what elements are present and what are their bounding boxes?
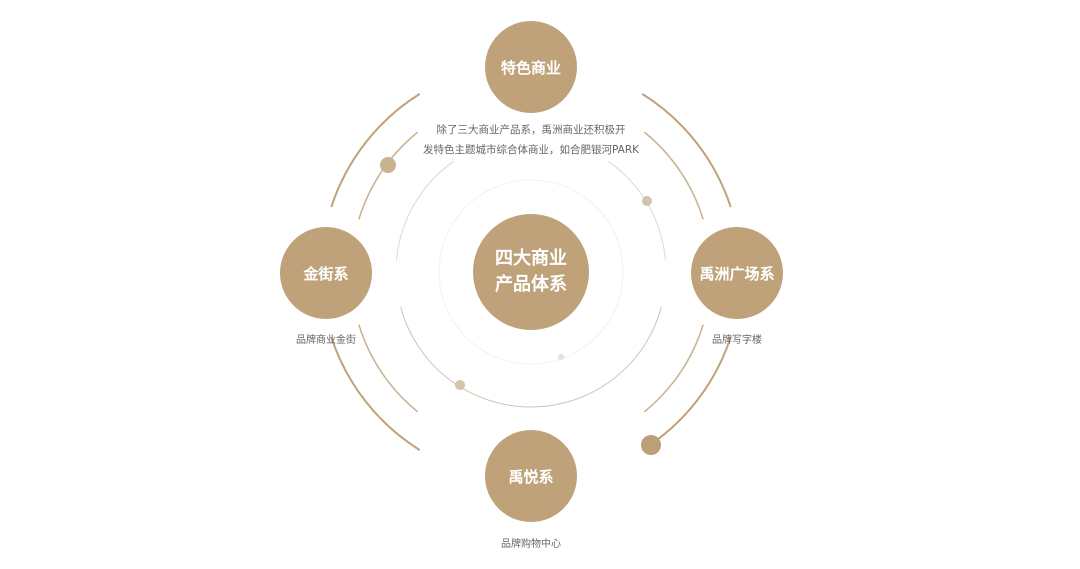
desc-line1: 除了三大商业产品系，禹洲商业还积极开 [436,124,626,136]
middle-arc [358,324,419,413]
node-left-caption: 品牌商业金街 [296,335,356,346]
inner-arc [400,306,662,408]
outer-arc [641,93,732,208]
node-top: 特色商业 [485,21,577,113]
faint-ring [438,179,624,365]
orbit-dot [558,354,564,360]
outer-arc [330,336,421,451]
middle-arc [643,131,704,220]
node-right: 禹洲广场系 [691,227,783,319]
node-top-title: 特色商业 [500,58,561,77]
node-right-caption: 品牌写字楼 [712,335,762,346]
middle-arc [643,324,704,413]
node-left: 金街系 [280,227,372,319]
inner-arc [396,161,454,261]
center-line1: 四大商业 [495,248,567,269]
node-top-description: 除了三大商业产品系，禹洲商业还积极开 发特色主题城市综合体商业，如合肥银河PAR… [411,120,651,160]
node-bottom: 禹悦系 [485,430,577,522]
orbit-dot [641,435,661,455]
node-left-title: 金街系 [303,264,349,283]
orbit-dot [642,196,652,206]
orbit-dot [455,380,465,390]
desc-line2: 发特色主题城市综合体商业，如合肥银河PARK [422,144,640,156]
orbit-dot [380,157,396,173]
center-node: 四大商业产品体系 [473,214,589,330]
outer-arc [330,93,421,208]
middle-arc [358,131,419,220]
inner-arc [608,161,666,261]
node-bottom-title: 禹悦系 [508,467,554,486]
node-bottom-caption: 品牌购物中心 [501,539,561,550]
node-right-title: 禹洲广场系 [699,264,775,283]
center-line2: 产品体系 [495,274,567,295]
outer-arc [641,336,732,451]
